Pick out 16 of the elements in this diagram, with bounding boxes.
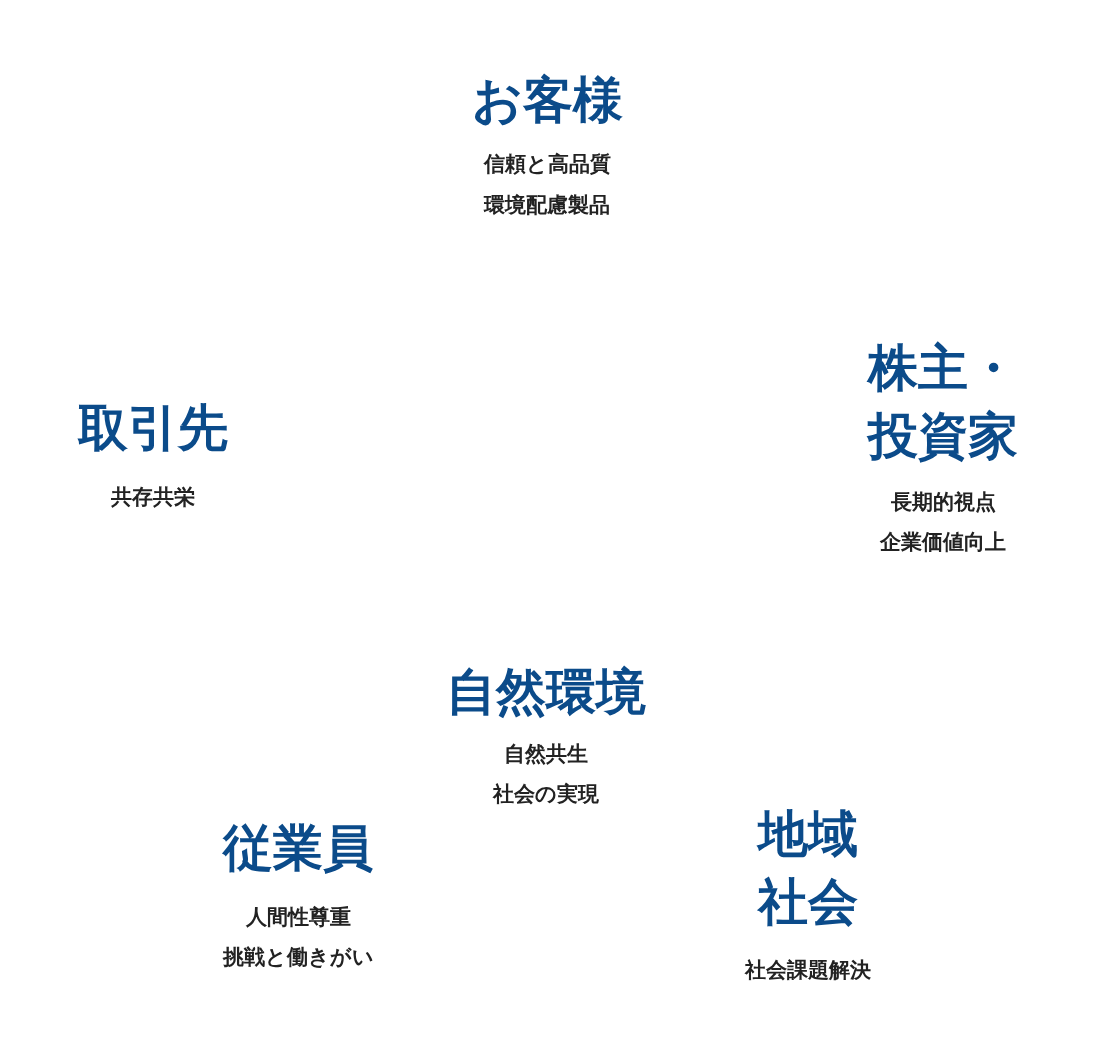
stakeholder-value: 自然共生 — [503, 741, 589, 768]
stakeholder-value: 社会課題解決 — [743, 957, 872, 984]
stakeholder-heading: お客様 — [470, 70, 624, 131]
stakeholder-value: 人間性尊重 — [244, 904, 352, 931]
stakeholder-value: 信頼と高品質 — [482, 151, 612, 178]
stakeholder-value: 長期的視点 — [889, 489, 997, 516]
stakeholder-value: 企業価値向上 — [879, 529, 1007, 556]
stakeholder-value: 環境配慮製品 — [482, 192, 611, 219]
stakeholder-heading: 取引先 — [76, 398, 229, 459]
stakeholder-value: 挑戦と働きがい — [221, 944, 375, 971]
stakeholder-value: 社会の実現 — [491, 781, 600, 808]
stakeholder-heading: 株主・投資家 — [865, 338, 1019, 467]
stakeholder-heading: 従業員 — [221, 818, 374, 879]
stakeholder-value: 共存共栄 — [110, 484, 196, 511]
stakeholder-heading: 地域社会 — [755, 804, 859, 933]
stakeholder-heading: 自然環境 — [445, 662, 647, 723]
